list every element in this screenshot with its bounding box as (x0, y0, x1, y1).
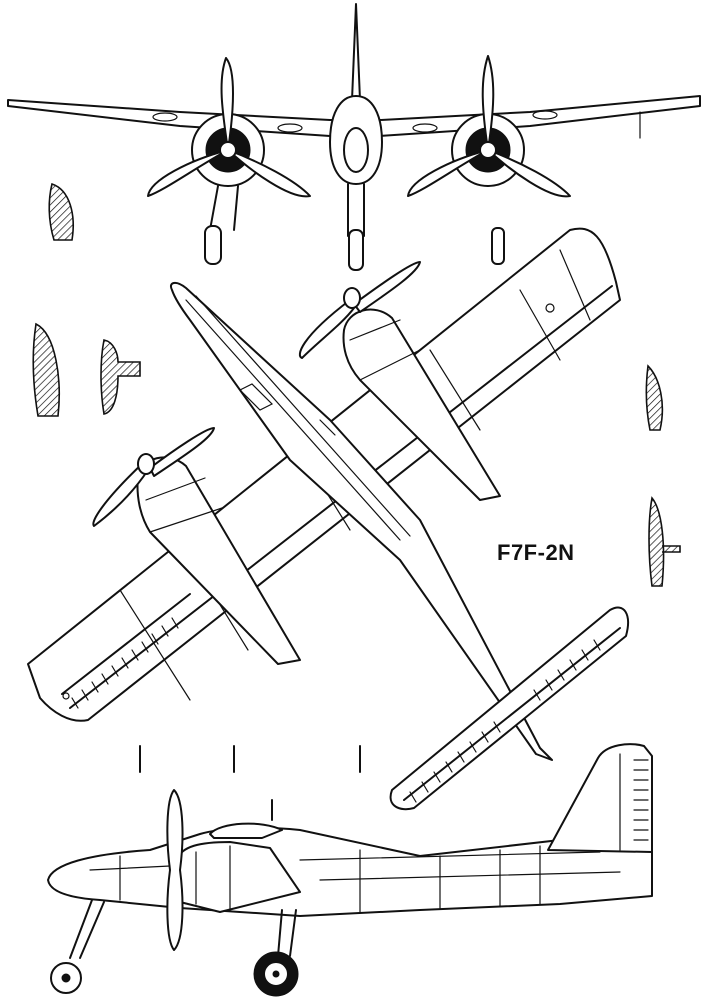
front-wing (7, 95, 701, 137)
section-2 (32, 322, 60, 417)
section-3 (100, 339, 141, 415)
side-nose-gear-strut (69, 899, 105, 959)
plan-fuselage (170, 282, 553, 761)
section-5 (648, 496, 681, 587)
plan-elevator-ribs (409, 639, 601, 803)
section-1 (48, 182, 74, 241)
plan-upper-engine (298, 261, 501, 501)
section-4 (645, 364, 664, 431)
side-panel-lines (89, 845, 621, 913)
side-view (47, 743, 653, 997)
side-station-ticks (139, 745, 361, 821)
front-view (7, 3, 701, 271)
side-propeller (166, 789, 184, 951)
side-canopy (209, 822, 283, 839)
side-main-gear-strut (277, 909, 297, 957)
front-nose-wheel (348, 229, 364, 271)
side-rudder-ribs (619, 753, 649, 851)
front-fin (351, 3, 361, 101)
side-fin (547, 743, 653, 853)
front-right-engine (407, 55, 571, 265)
plan-view (27, 227, 629, 811)
plan-aileron-ribs (71, 617, 179, 709)
plan-tailplane (389, 606, 629, 811)
section-profiles (32, 182, 681, 587)
aircraft-designation-label: F7F-2N (497, 540, 575, 565)
plan-lower-engine (92, 427, 301, 665)
front-left-engine (147, 57, 311, 265)
front-wing-details (152, 110, 641, 139)
